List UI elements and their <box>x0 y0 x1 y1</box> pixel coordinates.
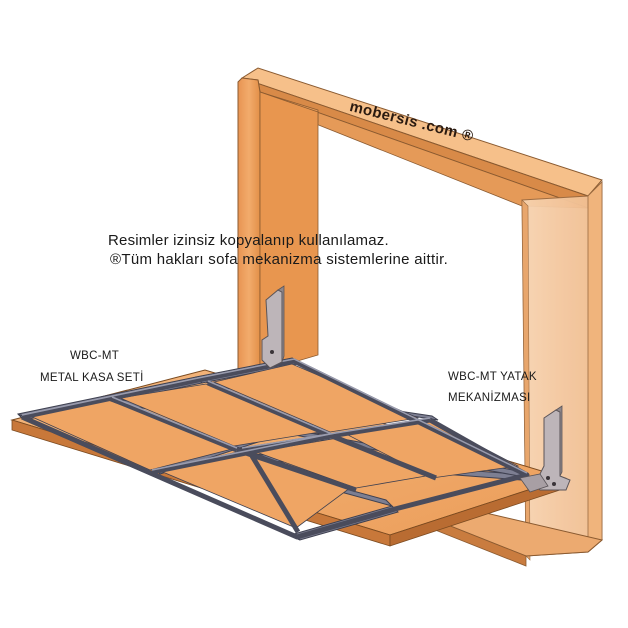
right-mechanism-bracket <box>519 405 571 493</box>
metal-frame-label-model: WBC-MT <box>70 350 120 362</box>
left-mechanism-bracket <box>261 285 285 369</box>
metal-frame-rails <box>21 358 530 540</box>
mechanism-label-name: MEKANİZMASI <box>448 392 531 404</box>
mechanism-label-model: WBC-MT YATAK <box>448 371 537 383</box>
metal-frame-label-name: METAL KASA SETİ <box>40 372 144 384</box>
copyright-notice-line-1: Resimler izinsiz kopyalanıp kullanılamaz… <box>108 232 389 249</box>
metal-frame-highlights <box>21 358 528 474</box>
cabinet-right-front-edge <box>587 181 603 553</box>
copyright-notice-line-2: ®Tüm hakları sofa mekanizma sistemlerine… <box>110 251 449 268</box>
frame-panels <box>28 363 520 529</box>
cabinet-left-side <box>237 77 261 381</box>
